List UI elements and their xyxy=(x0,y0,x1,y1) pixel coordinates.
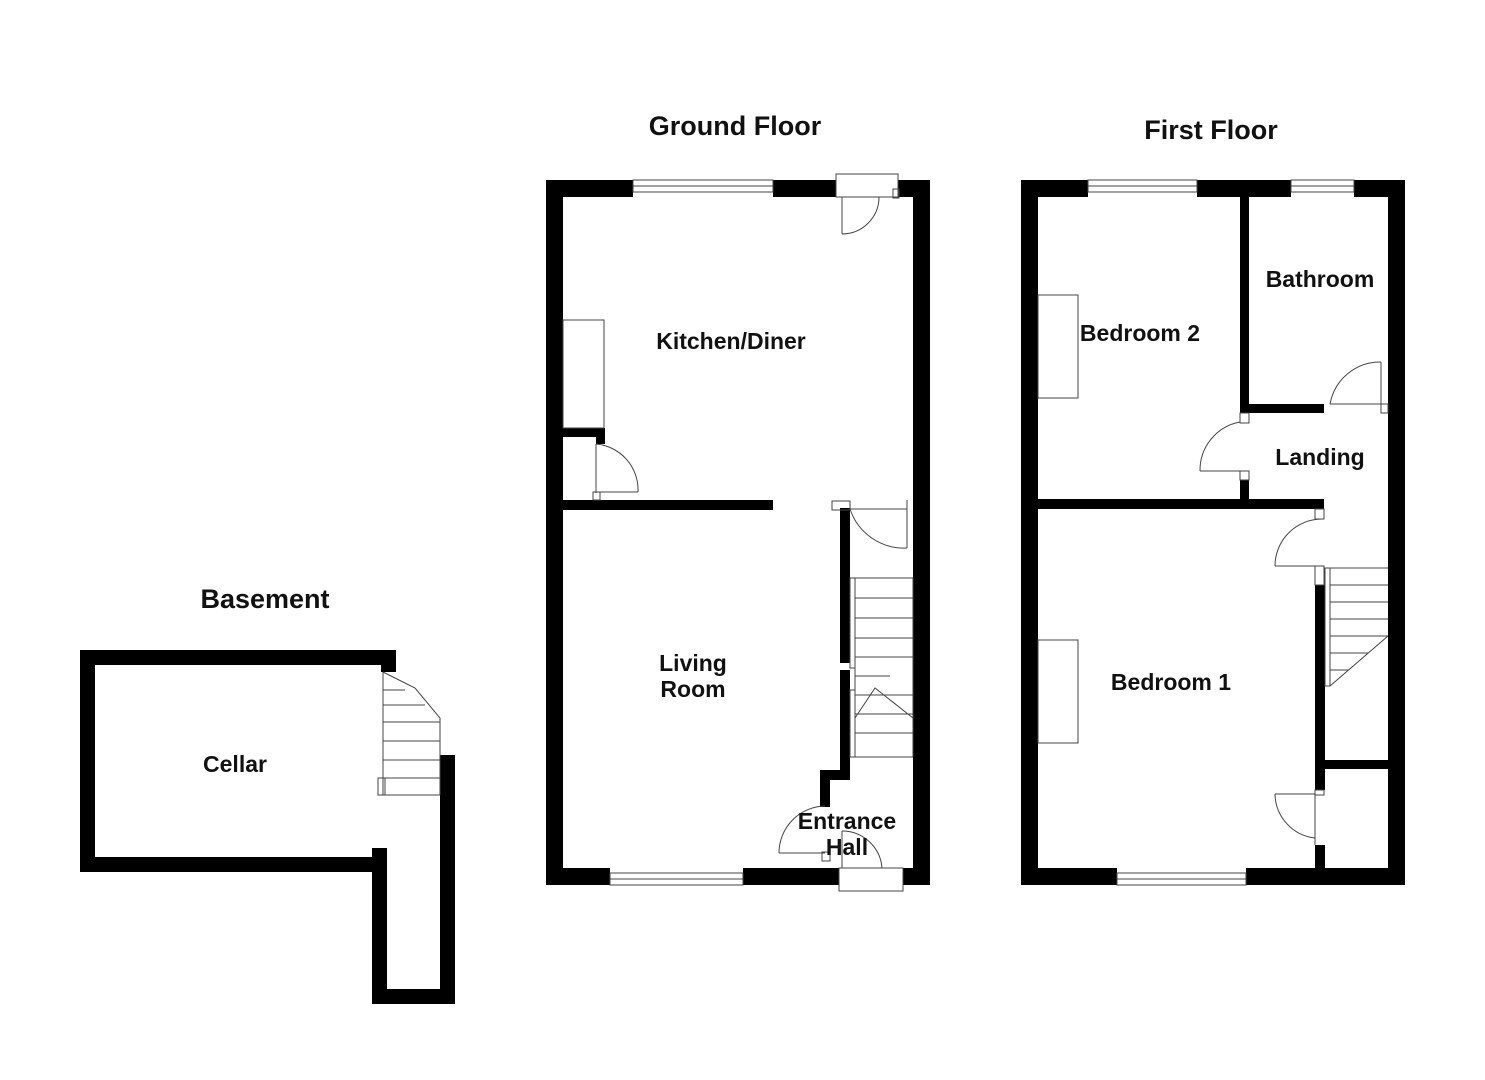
living-room-label-line2: Room xyxy=(660,676,725,702)
kitchen-back-door-frame xyxy=(835,173,899,198)
basement-staircase xyxy=(377,671,441,796)
basement-title: Basement xyxy=(200,584,329,614)
landing-label: Landing xyxy=(1275,444,1364,470)
bedroom-1-label: Bedroom 1 xyxy=(1111,669,1231,695)
ground-floor-openings xyxy=(609,173,904,892)
first-floor-staircase xyxy=(1324,567,1389,687)
first-floor-openings xyxy=(1087,179,1355,886)
bedroom-2-label: Bedroom 2 xyxy=(1080,320,1200,346)
basement-walls xyxy=(80,650,455,1004)
entrance-hall-label-line2: Hall xyxy=(826,834,868,860)
ground-floor-title: Ground Floor xyxy=(649,111,822,141)
bedroom-1-wardrobe xyxy=(1037,639,1079,744)
ground-floor-walls xyxy=(546,180,930,885)
first-floor-title: First Floor xyxy=(1144,115,1278,145)
entrance-hall-label-line1: Entrance xyxy=(798,808,896,834)
ground-floor-doors xyxy=(592,188,908,869)
first-floor-plan: First Floor xyxy=(1021,115,1405,886)
first-floor-doors xyxy=(1199,361,1389,845)
first-floor-walls xyxy=(1021,180,1405,885)
basement-plan: Basement Cellar xyxy=(80,584,455,1004)
ground-floor-staircase xyxy=(849,577,914,758)
cellar-label: Cellar xyxy=(203,751,267,777)
bathroom-label: Bathroom xyxy=(1266,266,1375,292)
bedroom-2-wardrobe xyxy=(1037,294,1079,399)
kitchen-worktop xyxy=(562,319,605,429)
kitchen-diner-label: Kitchen/Diner xyxy=(656,328,806,354)
ground-floor-plan: Ground Floor xyxy=(546,111,930,892)
living-room-label-line1: Living xyxy=(659,650,727,676)
front-door-frame xyxy=(838,867,904,892)
